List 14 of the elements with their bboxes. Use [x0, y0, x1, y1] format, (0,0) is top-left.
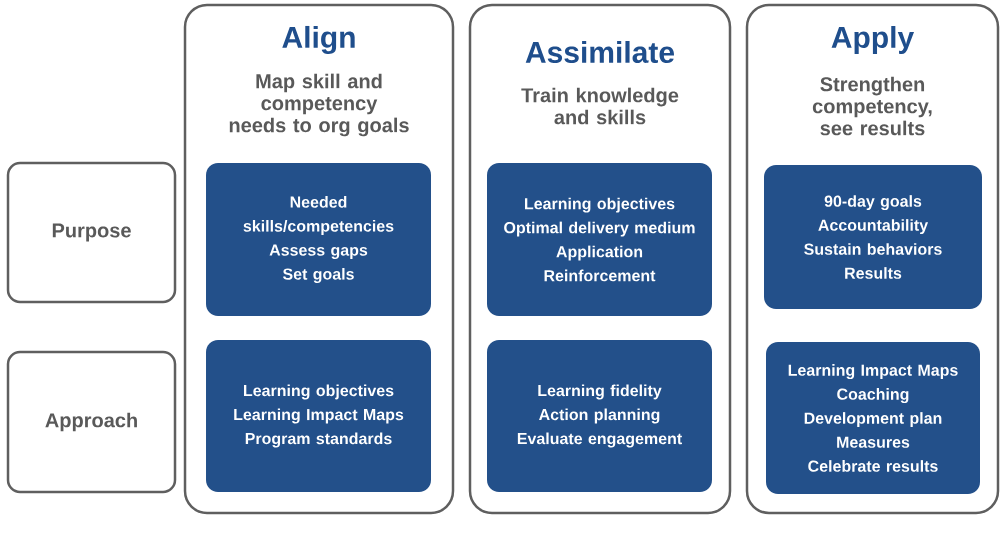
column-heading: Align — [282, 25, 355, 55]
item-list-box: 90-day goals Accountability Sustain behaviors Results — [764, 165, 982, 309]
label-box: Purpose — [6, 161, 177, 304]
column-subtitle: Train knowledge and skills — [521, 87, 679, 125]
column-subtitle: Map skill and competency needs to org goals — [229, 73, 409, 137]
item-list-box: Learning fidelity Action planning Evaluate engagement — [487, 340, 712, 492]
label-box: Approach — [6, 350, 177, 494]
column-heading: Apply — [831, 26, 914, 54]
column-heading: Assimilate — [525, 41, 674, 63]
column-subtitle: Strengthen competency, see results — [812, 76, 932, 136]
item-list-box: Learning objectives Optimal delivery medium Application Reinforcement — [487, 163, 712, 316]
item-list-box: Learning Impact Maps Coaching Development plan Measures Celebrate results — [766, 342, 980, 494]
item-list-box: Learning objectives Learning Impact Maps Program standards — [206, 340, 431, 492]
item-list-box: Needed skills/competencies Assess gaps Set goals — [206, 163, 431, 316]
